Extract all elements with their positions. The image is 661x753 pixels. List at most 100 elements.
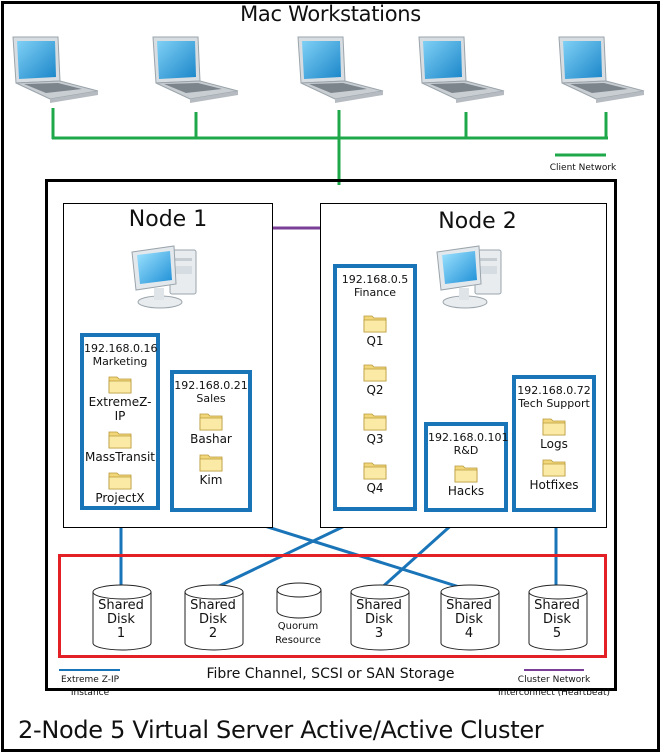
folder-label: Hotfixes [529,478,579,492]
server-computer-icon [128,244,206,314]
folder-icon [363,460,387,480]
legend-heartbeat-label: Cluster Network Interconnect (Heartbeat) [494,674,614,700]
folder-item[interactable]: Q4 [337,460,413,495]
disk-icon [184,584,244,651]
legend-extreme-zip-label: Extreme Z-IP Instance [50,674,130,700]
disk-icon [276,582,322,619]
folder-label: Kim [199,473,223,487]
laptop-icon [556,35,646,109]
folder-icon [542,457,566,477]
disk-icon [350,584,410,651]
folder-label: ProjectX [95,491,145,505]
share-ip: 192.168.0.72 [517,384,591,397]
folder-label: Q3 [366,432,384,446]
laptop-icon [10,35,100,109]
folder-item[interactable]: MassTransit [84,429,156,464]
node-2-title: Node 2 [438,209,517,234]
folder-icon [108,470,132,490]
folder-item[interactable]: Hotfixes [516,457,592,492]
shared-disk-1[interactable] [92,584,152,656]
laptop-icon [295,35,385,109]
folder-label: Q2 [366,383,384,397]
disk-label-line: 3 [374,626,384,641]
share-ip: 192.168.0.5 [341,273,409,286]
folder-label: ExtremeZ-IP [88,395,152,423]
disk-label-line: Disk [543,612,571,627]
laptop-icon [416,35,506,109]
folder-icon [108,429,132,449]
shared-disk-4[interactable] [440,584,500,656]
legend-client-network-label: Client Network [549,163,617,173]
share-name: Marketing [92,355,148,368]
disk-label-line: Shared [98,598,144,613]
server-computer-icon [433,244,511,314]
folder-item[interactable]: ProjectX [84,470,156,505]
disk-label-line: Disk [199,612,227,627]
share-name: R&D [453,444,479,457]
laptop-icon [150,35,240,109]
folder-item[interactable]: Logs [516,416,592,451]
folder-item[interactable]: Q1 [337,313,413,348]
shared-storage-array [58,554,607,658]
share-ip: 192.168.0.101 [428,431,509,444]
legend-extreme-zip-line1: Extreme Z-IP [60,675,120,685]
folder-icon [542,416,566,436]
node-1-title: Node 1 [128,207,208,232]
quorum-resource-disk[interactable] [276,582,322,624]
share-name: Tech Support [518,397,590,410]
disk-label-line: Disk [365,612,393,627]
disk-label-line: Shared [356,598,402,613]
disk-label-line: Shared [534,598,580,613]
share-ip: 192.168.0.16 [84,342,158,355]
legend-heartbeat-line2: Interconnect (Heartbeat) [497,688,611,698]
disk-label-line: Shared [190,598,236,613]
folder-item[interactable]: Hacks [428,463,504,498]
disk-icon [92,584,152,651]
share-name: Sales [196,392,226,405]
disk-icon [528,584,588,651]
folder-label: Hacks [447,484,485,498]
client-network-lines [51,108,608,185]
share-name: Finance [353,286,397,299]
storage-label: Fibre Channel, SCSI or SAN Storage [206,666,455,682]
shared-disk-3[interactable] [350,584,410,656]
disk-label-line: 2 [208,626,218,641]
cluster-frame [45,179,617,691]
folder-item[interactable]: Kim [174,452,248,487]
folder-item[interactable]: ExtremeZ-IP [84,374,156,423]
folder-label: Q1 [366,334,384,348]
disk-label-line: 5 [552,626,562,641]
folder-icon [363,411,387,431]
folder-label: Logs [540,437,568,451]
disk-icon [440,584,500,651]
shared-disk-2[interactable] [184,584,244,656]
folder-item[interactable]: Q3 [337,411,413,446]
disk-label-line: Quorum [277,621,319,632]
folder-label: Q4 [366,481,384,495]
legend-extreme-zip-line2: Instance [70,688,110,698]
cluster-title: 2-Node 5 Virtual Server Active/Active Cl… [18,716,544,744]
folder-item[interactable]: Bashar [174,411,248,446]
workstations-title: Mac Workstations [240,2,421,26]
disk-label-line: Disk [107,612,135,627]
disk-label-line: Resource [275,635,321,646]
legend-heartbeat-line1: Cluster Network [517,675,591,685]
folder-icon [199,411,223,431]
shared-disk-5[interactable] [528,584,588,656]
share-ip: 192.168.0.21 [174,379,248,392]
folder-item[interactable]: Q2 [337,362,413,397]
disk-label-line: 4 [464,626,474,641]
folder-icon [108,374,132,394]
